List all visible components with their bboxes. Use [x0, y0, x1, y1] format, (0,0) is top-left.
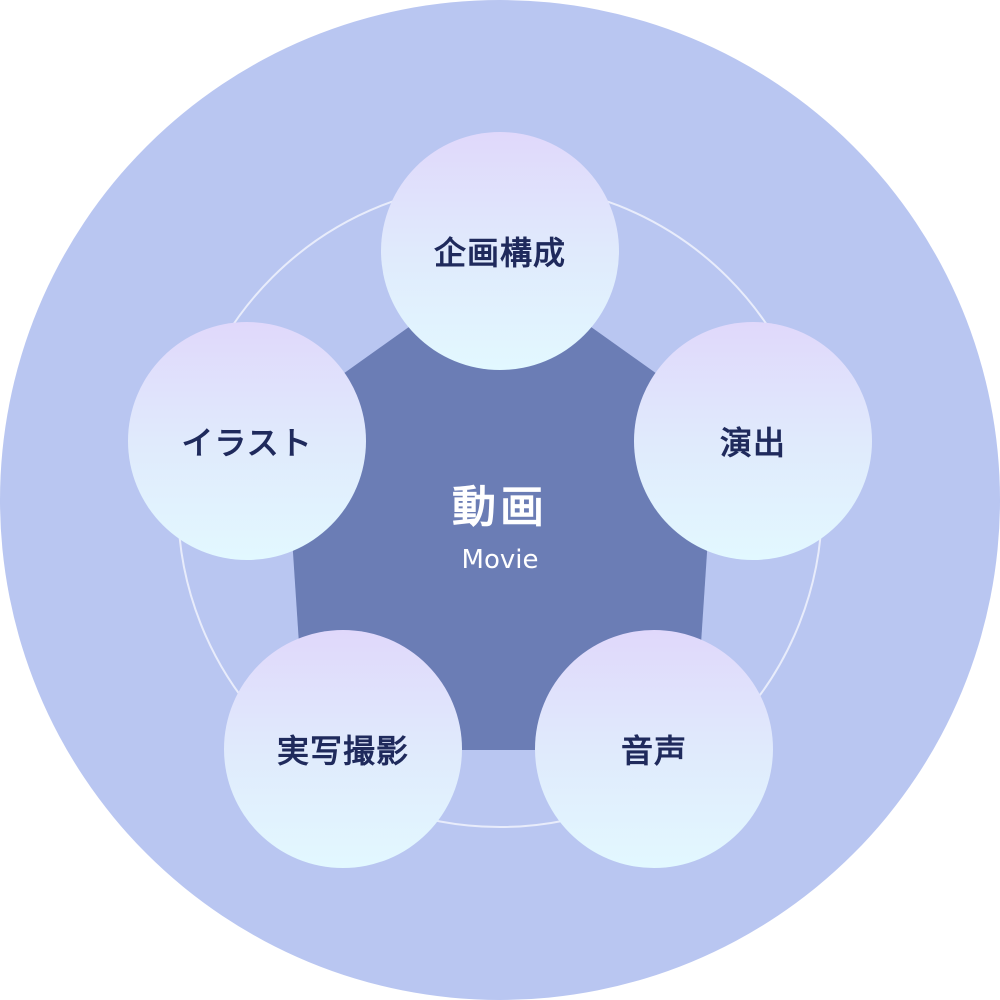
node-label: 実写撮影	[276, 732, 409, 770]
node-label: 音声	[620, 732, 687, 770]
node-planning: 企画構成	[381, 132, 619, 370]
node-label: イラスト	[181, 424, 313, 462]
center-pentagon	[284, 262, 716, 750]
node-live-action: 実写撮影	[224, 630, 462, 868]
node-direction: 演出	[634, 322, 872, 560]
center-subtitle: Movie	[461, 545, 539, 575]
node-label: 企画構成	[433, 234, 566, 272]
center-label: 動画 Movie	[350, 478, 650, 580]
center-title: 動画	[452, 482, 548, 533]
node-label: 演出	[719, 424, 786, 462]
node-audio: 音声	[535, 630, 773, 868]
node-illustration: イラスト	[128, 322, 366, 560]
